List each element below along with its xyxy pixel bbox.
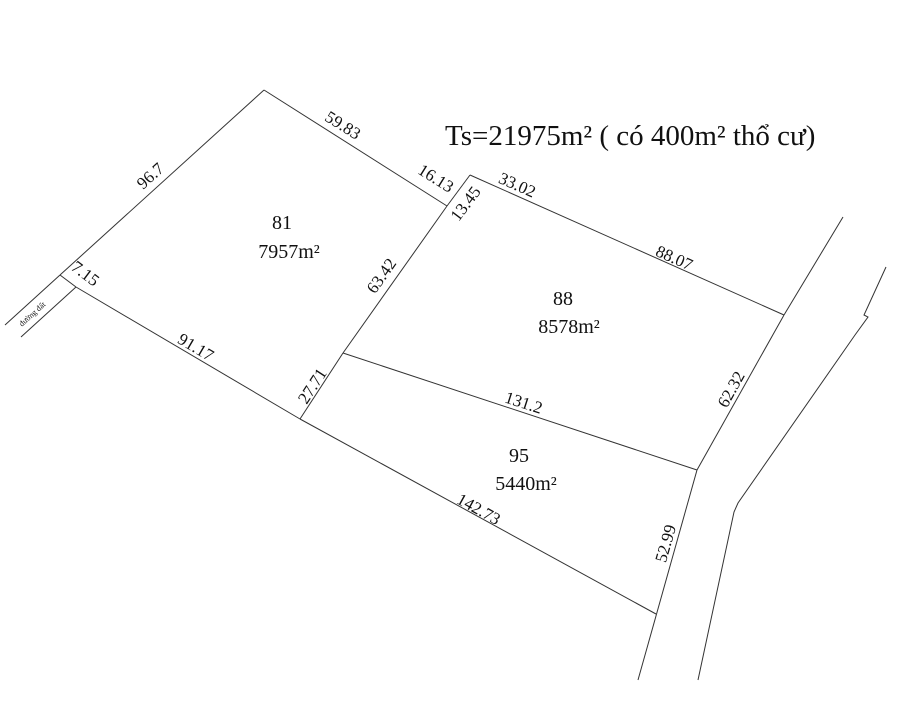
edge-label-27-71: 27.71 — [294, 365, 331, 407]
road-label: đường đất — [17, 299, 48, 328]
edge-label-142-73: 142.73 — [454, 490, 504, 529]
edge-96-7 — [59, 89, 265, 276]
edge-131-2 — [342, 352, 698, 471]
parcel-81-number: 81 — [272, 212, 292, 234]
edge-label-59-83: 59.83 — [322, 107, 365, 143]
access-road-line-bottom — [20, 286, 77, 338]
edge-91-17 — [75, 286, 301, 420]
edge-62-32 — [696, 314, 785, 471]
edge-142-73 — [299, 418, 657, 615]
parcel-88-area: 8578m² — [538, 316, 600, 338]
road-edge-right — [697, 266, 887, 681]
parcel-95-number: 95 — [509, 445, 529, 467]
edge-label-88-07: 88.07 — [653, 242, 696, 275]
parcel-81-area: 7957m² — [258, 241, 320, 263]
road-edge-left-top — [783, 216, 844, 316]
edge-label-16-13: 16.13 — [415, 160, 458, 196]
edge-7-15 — [59, 274, 77, 288]
edge-label-96-7: 96.7 — [133, 159, 168, 193]
edge-13-45 — [446, 174, 471, 207]
total-area-title: Ts=21975m² ( có 400m² thổ cư) — [445, 120, 815, 152]
boundary-lines — [4, 89, 887, 681]
edge-52-99 — [637, 469, 698, 681]
edge-label-91-17: 91.17 — [174, 329, 217, 365]
edge-label-52-99: 52.99 — [651, 522, 680, 564]
parcel-95-area: 5440m² — [495, 473, 557, 495]
parcel-88-number: 88 — [553, 288, 573, 310]
edge-33-02-88-07 — [469, 174, 785, 316]
edge-63-42 — [342, 205, 448, 354]
edge-label-63-42: 63.42 — [363, 255, 401, 297]
edge-59-83-16-13 — [263, 89, 448, 207]
access-road-line-top — [4, 274, 61, 326]
edge-27-71 — [299, 352, 344, 420]
edge-label-62-32: 62.32 — [714, 368, 749, 411]
edge-label-13-45: 13.45 — [447, 183, 485, 225]
